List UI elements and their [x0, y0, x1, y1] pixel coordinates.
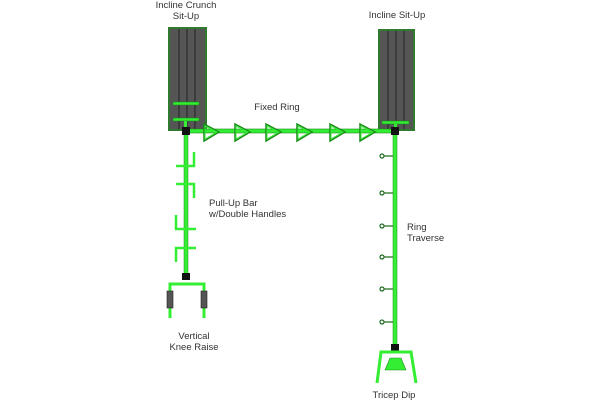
- label-ring-traverse-2: Traverse: [407, 233, 444, 244]
- ring-traverse-bar: [379, 130, 399, 351]
- traverse-ring: [379, 286, 385, 292]
- traverse-ring: [379, 254, 385, 260]
- tricep-dip-station: [375, 350, 418, 384]
- joint-right: [391, 127, 399, 135]
- traverse-ring: [379, 319, 385, 325]
- ring-triangle: [296, 122, 314, 143]
- fixed-ring-bar: [185, 122, 397, 143]
- label-knee-raise-2: Knee Raise: [169, 342, 218, 353]
- traverse-ring: [379, 223, 385, 229]
- label-incline-situp: Incline Sit-Up: [369, 10, 426, 21]
- label-pullup-bar: Pull-Up Bar: [209, 198, 258, 209]
- incline-situp-bench: [378, 29, 415, 131]
- ring-triangle: [203, 122, 221, 143]
- label-ring-traverse: Ring: [407, 222, 427, 233]
- label-pullup-bar-2: w/Double Handles: [208, 209, 286, 220]
- ring-triangle: [359, 122, 377, 143]
- joint-left: [182, 127, 190, 135]
- ring-triangle: [329, 122, 347, 143]
- joint: [391, 344, 399, 351]
- label-knee-raise: Vertical: [178, 331, 209, 342]
- knee-raise-pad-left: [166, 290, 174, 309]
- joint: [182, 273, 190, 280]
- label-fixed-ring: Fixed Ring: [254, 102, 299, 113]
- knee-raise-pad-right: [200, 290, 208, 309]
- label-tricep-dip: Tricep Dip: [373, 390, 416, 400]
- pullup-bar: [166, 130, 208, 318]
- ring-triangle: [234, 122, 252, 143]
- traverse-ring: [379, 190, 385, 196]
- ring-triangle: [265, 122, 283, 143]
- traverse-ring: [379, 153, 385, 159]
- label-incline-crunch: Incline Crunch: [156, 0, 217, 11]
- label-incline-crunch-2: Sit-Up: [173, 11, 199, 22]
- incline-crunch-bench: [168, 27, 207, 131]
